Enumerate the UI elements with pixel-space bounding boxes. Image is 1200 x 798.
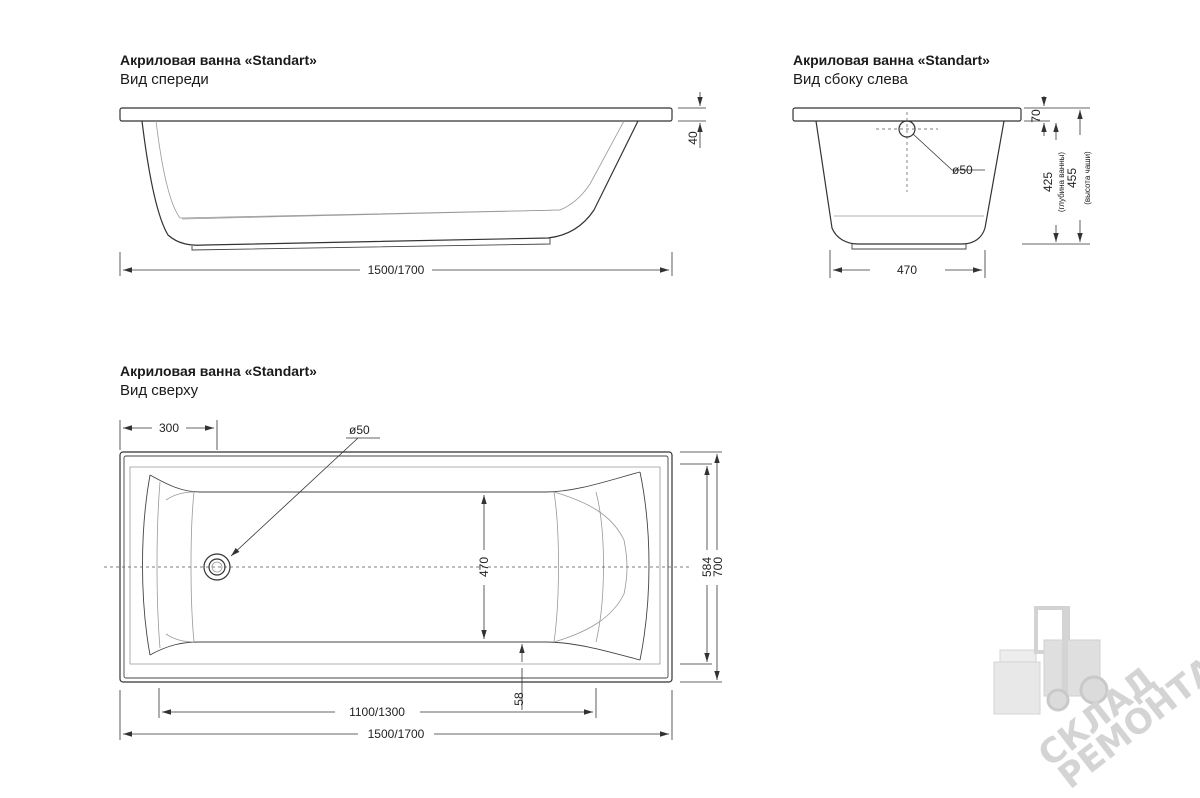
top-inner-width-label: 470 bbox=[477, 557, 491, 577]
drain-top-icon bbox=[203, 553, 231, 581]
front-rim-label: 40 bbox=[686, 131, 700, 145]
front-view-drawing bbox=[119, 92, 706, 276]
side-view-drawing bbox=[792, 96, 1090, 278]
top-drain-label: ø50 bbox=[349, 423, 370, 437]
front-length-label: 1500/1700 bbox=[368, 263, 425, 277]
side-height-note: (высота чаши) bbox=[1083, 151, 1092, 205]
top-floor-width-label: 584 bbox=[700, 557, 714, 577]
side-depth-note: (глубина ванны) bbox=[1057, 152, 1066, 213]
side-width-label: 470 bbox=[897, 263, 917, 277]
side-rim-label: 70 bbox=[1029, 109, 1043, 123]
top-drain-offset-label: 300 bbox=[159, 421, 179, 435]
side-view-title: Акриловая ванна «Standart» bbox=[793, 52, 990, 68]
top-outer-width-label: 700 bbox=[711, 557, 725, 577]
top-inner-length-label: 1100/1300 bbox=[349, 705, 405, 719]
front-view-title: Акриловая ванна «Standart» bbox=[120, 52, 317, 68]
side-depth-label: 425 bbox=[1041, 172, 1055, 192]
top-view-subtitle: Вид сверху bbox=[120, 382, 199, 399]
top-view-title: Акриловая ванна «Standart» bbox=[120, 363, 317, 379]
side-view-subtitle: Вид сбоку слева bbox=[793, 71, 908, 88]
side-drain-label: ø50 bbox=[952, 163, 973, 177]
top-view-drawing bbox=[104, 420, 722, 740]
top-length-label: 1500/1700 bbox=[368, 727, 425, 741]
side-height-label: 455 bbox=[1065, 168, 1079, 188]
top-rim-label: 58 bbox=[512, 692, 526, 706]
watermark-forklift-icon bbox=[993, 606, 1109, 715]
front-view-subtitle: Вид спереди bbox=[120, 71, 209, 88]
